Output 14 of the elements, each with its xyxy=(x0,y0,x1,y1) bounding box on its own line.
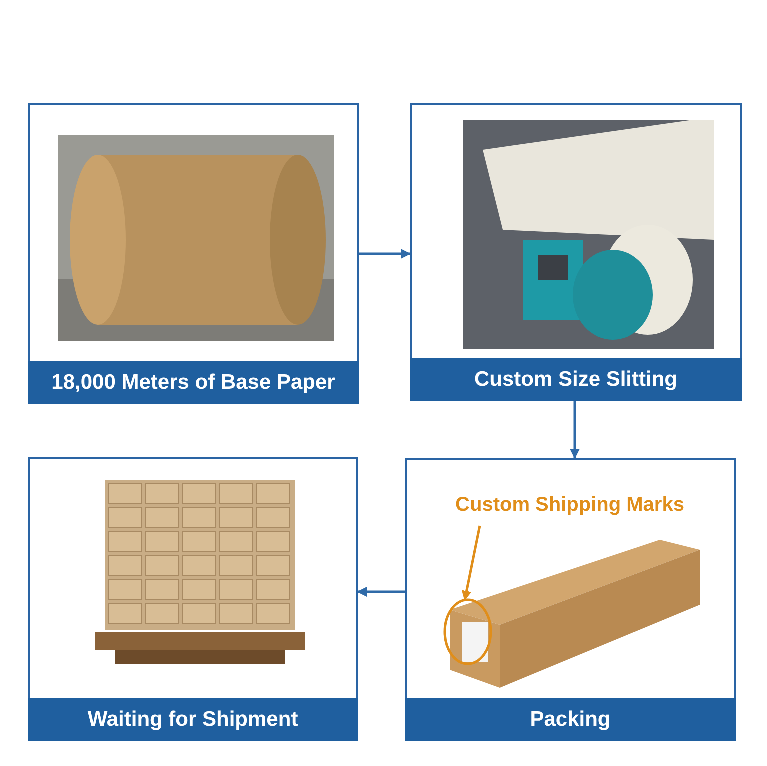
arrow xyxy=(357,587,405,597)
step-card xyxy=(28,103,359,404)
caption-bar: Waiting for Shipment xyxy=(28,698,358,741)
step-card xyxy=(410,103,742,401)
caption-bar: 18,000 Meters of Base Paper xyxy=(28,361,359,404)
leader-arrow xyxy=(462,526,482,601)
highlight-circle xyxy=(443,598,493,666)
step-card xyxy=(405,458,736,741)
callout-text: Custom Shipping Marks xyxy=(430,494,710,524)
caption-bar: Custom Size Slitting xyxy=(410,358,742,401)
caption-bar: Packing xyxy=(405,698,736,741)
step-card xyxy=(28,457,358,741)
arrow xyxy=(570,401,580,459)
arrow xyxy=(359,249,411,259)
